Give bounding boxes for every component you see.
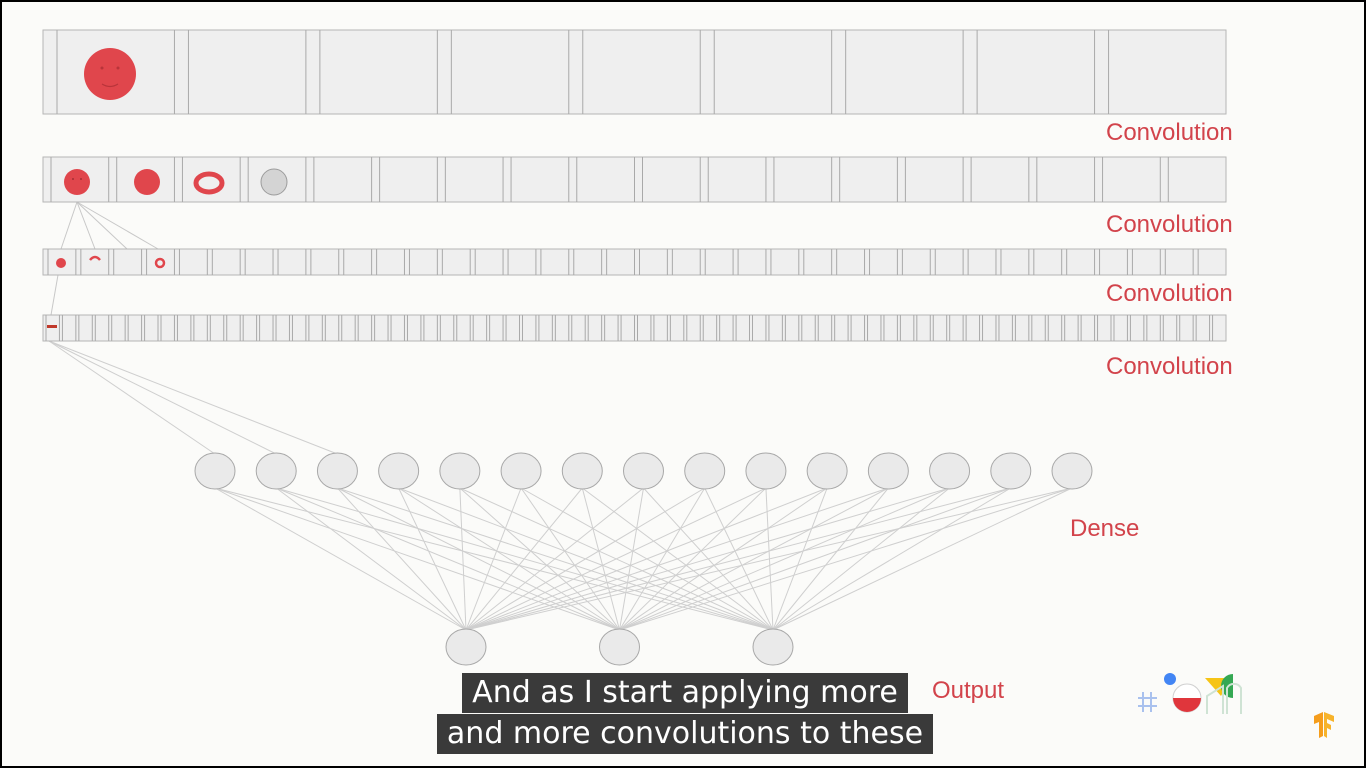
connection-line [76,201,128,250]
connection-line [48,340,216,455]
connection-line [619,487,1011,631]
connection-line [772,487,1073,631]
connection-line [459,487,620,631]
output-layer [445,628,794,666]
caption-line-1: And as I start applying more [2,673,1364,713]
dense-neuron [1051,452,1093,490]
ring-feature-icon [193,171,225,195]
connection-line [619,487,828,631]
convolution-1-strip [42,29,1227,115]
caption-line-2: and more convolutions to these [2,714,1364,754]
output-neuron [599,628,640,666]
dense-label: Dense [1070,515,1140,542]
connection-line [772,487,889,631]
convolution-label-4: Convolution [1106,353,1233,380]
feature-map-layers [42,29,1227,342]
dense-layer [194,452,1093,490]
connection-line [60,201,78,250]
connection-line [398,487,467,631]
face-mouth-icon [101,83,119,88]
face-eye-icon [116,66,120,70]
connection-line [619,487,1073,631]
convolution-label-2: Convolution [1106,211,1233,238]
connection-line [465,487,950,631]
connection-line [581,487,620,631]
dense-neuron [684,452,726,490]
caption-text-2: and more convolutions to these [436,714,934,754]
dense-neuron [745,452,787,490]
connection-line [465,487,889,631]
dense-neuron [623,452,664,490]
dense-neuron [806,452,848,490]
caption-text-1: And as I start applying more [462,673,908,713]
dense-neuron [561,452,603,490]
connection-line [214,487,620,631]
connection-line [337,487,620,631]
small-ring-feature-icon [154,257,166,269]
dense-neuron [990,452,1032,490]
connection-line [337,487,467,631]
face-eye-icon [80,178,82,180]
connection-line [619,487,706,631]
output-neuron [445,628,487,666]
connection-line [465,487,705,631]
face-feature-icon [84,48,136,100]
connection-line [465,487,583,631]
dense-neuron [439,452,481,490]
connection-line [520,487,620,631]
output-neuron [752,628,794,666]
connection-line [76,201,96,250]
connection-line [398,487,620,631]
feature-icons [47,48,288,328]
arc-feature-icon [89,255,101,261]
dense-neuron [378,452,420,490]
dense-neuron [500,452,542,490]
connection-line [619,487,644,631]
dense-neuron [316,452,358,490]
convolution-label-1: Convolution [1106,119,1233,146]
connection-line [465,487,767,631]
connection-line [276,487,620,631]
dense-neuron [929,452,971,490]
dash-feature-icon [47,325,57,328]
connection-line [619,487,889,631]
dense-neuron [255,452,297,490]
connection-line [772,487,1012,631]
google-io-logo [1138,673,1242,714]
connection-line [275,487,467,631]
connection-line [76,201,159,250]
connection-line [465,487,522,631]
dense-neuron [194,452,236,490]
connection-line [459,487,467,631]
connection-line [619,487,950,631]
blank-feature-icon [260,168,288,196]
connection-line [465,487,828,631]
output-label: Output [932,677,1005,704]
connection-line [48,340,277,455]
connection-line [465,487,1073,631]
tensorflow-logo [1314,712,1334,738]
connection-line [50,274,59,316]
connection-line [619,487,767,631]
face-small-feature-icon [64,169,90,195]
dot-feature-icon [56,258,66,268]
connection-line [465,487,644,631]
dense-neuron [867,452,909,490]
connection-lines [48,201,1073,631]
connection-line [465,487,1011,631]
circle-feature-icon [134,169,160,195]
face-eye-icon [72,178,74,180]
convolution-label-3: Convolution [1106,280,1233,307]
connection-line [214,487,467,631]
face-eye-icon [100,66,104,70]
connection-line [48,340,338,455]
